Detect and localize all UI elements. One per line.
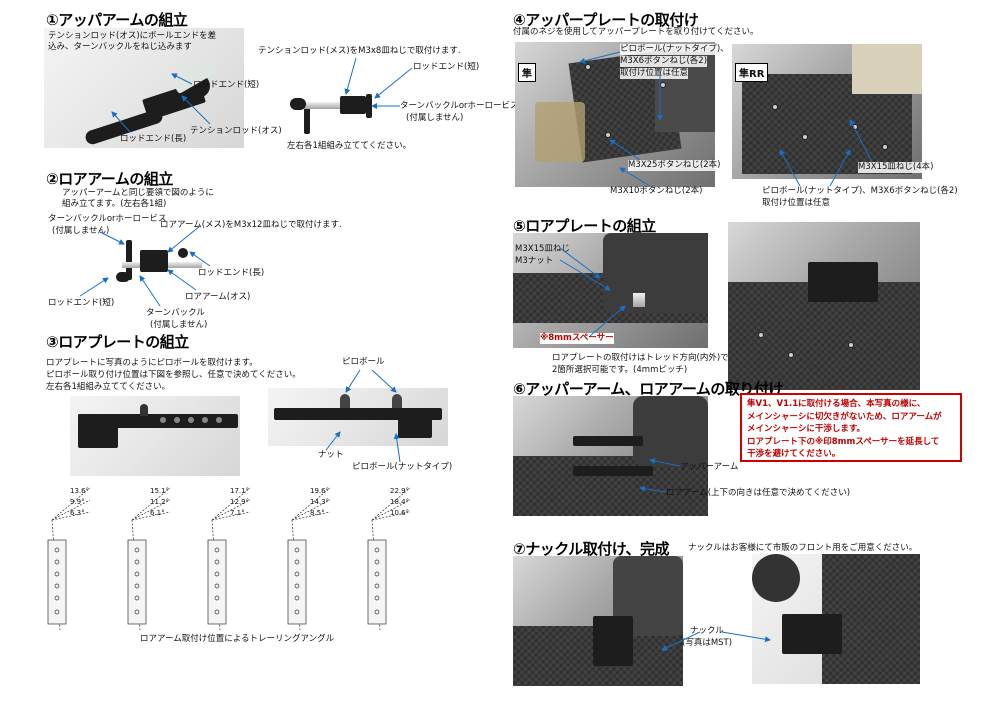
- s1-note1: テンションロッド(オス)にボールエンドを差込み、ターンバックルをねじ込みます: [48, 31, 217, 52]
- s2-turnbuckle2: ターンバックル: [146, 308, 205, 318]
- s3-plate-photo2: [268, 388, 448, 446]
- s4-note1: 付属のネジを使用してアッパープレートを取り付けてください。: [513, 27, 759, 37]
- s2-note3: ロアアーム(メス)をM3x12皿ねじで取付けます.: [160, 220, 342, 230]
- s1-note2: テンションロッド(メス)をM3x8皿ねじで取付けます.: [258, 46, 461, 56]
- s6-lower-arm: ロアアーム(上下の向きは任意で決めてください): [666, 488, 851, 498]
- s7-photo-mst: (写真はMST): [682, 638, 733, 648]
- s4-label-left: 隼: [518, 63, 536, 82]
- s4-m3x10: M3X10ボタンねじ(2本): [610, 186, 703, 196]
- s1-turnbuckle: ターンバックルorホーロービス: [400, 101, 519, 111]
- angle-diagram-5: 22.9° 18.4° 10.6°: [350, 480, 428, 630]
- s5-note1: ロアプレートの取付けはトレッド方向(内外)で: [552, 353, 729, 363]
- s7-note1: ナックルはお客様にて市販のフロント用をご用意ください。: [688, 543, 918, 553]
- s7-knuckle: ナックル: [690, 626, 724, 636]
- angle-diagram-3: 17.1° 12.9° 7.1°: [190, 480, 268, 630]
- angle-3c: 7.1°: [230, 509, 245, 517]
- angle-diagram-2: 15.1° 11.2° 6.1°: [110, 480, 188, 630]
- s3-caption: ロアアーム取付け位置によるトレーリングアングル: [140, 634, 335, 644]
- section7-title: ⑦ナックル取付け、完成: [513, 540, 670, 558]
- s3-pillow-ball: ピロボール: [342, 357, 385, 367]
- s5-m3x15: M3X15皿ねじ: [515, 244, 570, 254]
- s6-photo: [513, 396, 708, 516]
- angle-4b: 14.3°: [310, 498, 330, 506]
- s3-nut: ナット: [318, 450, 344, 460]
- angle-4a: 19.6°: [310, 487, 330, 495]
- s5-m3nut: M3ナット: [515, 256, 554, 266]
- s2-not-included2: (付属しません): [150, 320, 208, 330]
- s4-m3x25: M3X25ボタンねじ(2本): [628, 160, 721, 171]
- s2-lower-arm-male: ロアアーム(オス): [185, 292, 251, 302]
- section3-title: ③ロアプレートの組立: [46, 333, 189, 351]
- s1-rod-end-short: ロッドエンド(短): [193, 80, 260, 90]
- s2-turnbuckle: ターンバックルorホーロービス: [48, 214, 167, 224]
- angle-5a: 22.9°: [390, 487, 410, 495]
- s5-photo-left: [513, 233, 708, 348]
- s1-arm-figure: [290, 88, 410, 134]
- s2-not-included: (付属しません): [52, 226, 110, 236]
- angle-3a: 17.1°: [230, 487, 250, 495]
- trailing-angle-diagrams: 13.6° 9.9° 6.3° 15.1° 11.2° 6.1° 17.1° 1…: [30, 480, 420, 630]
- s4-m3x15: M3X15皿ねじ(4本): [858, 162, 934, 173]
- s4-pillow-ball: ピロボール(ナットタイプ)、: [620, 44, 729, 55]
- s1-rod-end-long: ロッドエンド(長): [120, 134, 187, 144]
- angle-1c: 6.3°: [70, 509, 85, 517]
- angle-1b: 9.9°: [70, 498, 85, 506]
- angle-4c: 8.5°: [310, 509, 325, 517]
- angle-diagram-1: 13.6° 9.9° 6.3°: [30, 480, 108, 630]
- s4-m3x6: M3X6ボタンねじ(各2): [620, 56, 708, 67]
- s1-photo-left: [44, 28, 244, 148]
- s4-position2: 取付け位置は任意: [762, 198, 831, 208]
- s6-warn3: メインシャーシに干渉します。: [747, 424, 865, 434]
- section1-title: ①アッパアームの組立: [46, 11, 188, 29]
- s2-arm-figure: [100, 236, 210, 286]
- s6-warning-box: 隼V1、V1.1に取付ける場合、本写真の様に、 メインシャーシに切欠きがないため…: [740, 393, 962, 462]
- s1-rod-end-short2: ロッドエンド(短): [413, 62, 480, 72]
- s6-warn1: 隼V1、V1.1に取付ける場合、本写真の様に、: [747, 399, 926, 409]
- s4-position: 取付け位置は任意: [620, 68, 689, 79]
- s4-label-right: 隼RR: [735, 63, 769, 82]
- s2-rod-end-short: ロッドエンド(短): [48, 298, 115, 308]
- angle-2c: 6.1°: [150, 509, 165, 517]
- s7-photo-left: [513, 556, 683, 686]
- s4-pillow-ball2: ピロボール(ナットタイプ)、M3X6ボタンねじ(各2): [762, 186, 958, 196]
- angle-2a: 15.1°: [150, 487, 170, 495]
- angle-2b: 11.2°: [150, 498, 170, 506]
- s5-photo-right: [728, 222, 920, 390]
- angle-diagram-4: 19.6° 14.3° 8.5°: [270, 480, 348, 630]
- angle-3b: 12.9°: [230, 498, 250, 506]
- s6-warn5: 干渉を避けてください。: [747, 449, 841, 459]
- s6-upper-arm: アッパーアーム: [680, 462, 739, 472]
- section6-title: ⑥アッパーアーム、ロアアームの取り付け: [513, 380, 783, 398]
- s3-note1: ロアプレートに写真のようにピロボールを取付けます。: [46, 358, 258, 368]
- s7-photo-right: [752, 554, 920, 684]
- angle-1a: 13.6°: [70, 487, 90, 495]
- section5-title: ⑤ロアプレートの組立: [513, 217, 656, 235]
- s1-tension-rod-male: テンションロッド(オス): [190, 126, 282, 136]
- s5-spacer: ※8mmスペーサー: [540, 333, 614, 344]
- s1-not-included: (付属しません): [406, 113, 464, 123]
- s2-rod-end-long: ロッドエンド(長): [198, 268, 265, 278]
- s3-note3: 左右各1組組み立ててください。: [46, 382, 171, 392]
- section4-title: ④アッパープレートの取付け: [513, 11, 699, 29]
- section2-title: ②ロアアームの組立: [46, 170, 173, 188]
- s3-pillow-ball-nut: ピロボール(ナットタイプ): [352, 462, 453, 472]
- angle-5b: 18.4°: [390, 498, 410, 506]
- s3-plate-photo: [70, 396, 240, 476]
- angle-5c: 10.6°: [390, 509, 410, 517]
- s6-warn2: メインシャーシに切欠きがないため、ロアアームが: [747, 411, 942, 422]
- s3-note2: ピロボール取り付け位置は下図を参照し、任意で決めてください。: [46, 370, 301, 380]
- s1-note3: 左右各1組組み立ててください。: [287, 141, 412, 151]
- s6-warn4: ロアプレート下の※印8mmスペーサーを延長して: [747, 436, 940, 447]
- s2-note1: アッパーアームと同じ要領で図のように: [62, 188, 214, 198]
- s2-note2: 組み立てます。(左右各1組): [62, 199, 167, 209]
- s4-photo-right: [732, 44, 922, 179]
- s5-note2: 2箇所選択可能です。(4mmピッチ): [552, 365, 688, 375]
